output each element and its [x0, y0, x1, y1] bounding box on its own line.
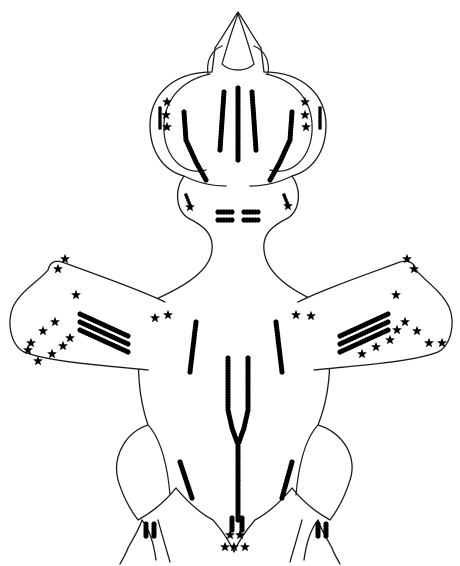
right-arm-outline — [298, 261, 452, 370]
left-arm-dot-line — [125, 341, 130, 346]
torso-side-dot-line — [187, 369, 192, 374]
right-arm-dot-line — [385, 319, 390, 324]
right-arm-dot-line — [385, 311, 390, 316]
right-foot-dots — [323, 533, 328, 538]
torso-outline — [117, 12, 352, 552]
right-arm-dot-line — [385, 327, 390, 332]
head-dot-curve — [267, 177, 272, 182]
neck-dot-row — [255, 209, 260, 214]
right-leg-dot-line — [279, 495, 284, 500]
left-leg-dot-line — [189, 495, 194, 500]
left-arm-dot-line — [125, 333, 130, 338]
left-foot-dots — [151, 533, 156, 538]
neck-dot-row — [229, 217, 234, 222]
star-marker — [220, 542, 230, 551]
left-foot-dots — [143, 533, 148, 538]
body-outline — [10, 12, 452, 564]
head-dot-line — [253, 147, 258, 152]
neck-dot-row — [229, 209, 234, 214]
head-dot-line — [235, 157, 240, 162]
head-dot-line — [217, 147, 222, 152]
left-arm-dot-line — [125, 349, 130, 354]
torso-side-dot-line — [279, 369, 284, 374]
neck-dot-row — [255, 217, 260, 222]
head-dot-curve — [203, 177, 208, 182]
eye-dot-bar — [158, 126, 162, 130]
star-marker — [240, 542, 250, 551]
eye-dot-bar — [318, 126, 322, 130]
right-foot-outline — [290, 520, 340, 564]
right-foot-dots — [315, 533, 320, 538]
